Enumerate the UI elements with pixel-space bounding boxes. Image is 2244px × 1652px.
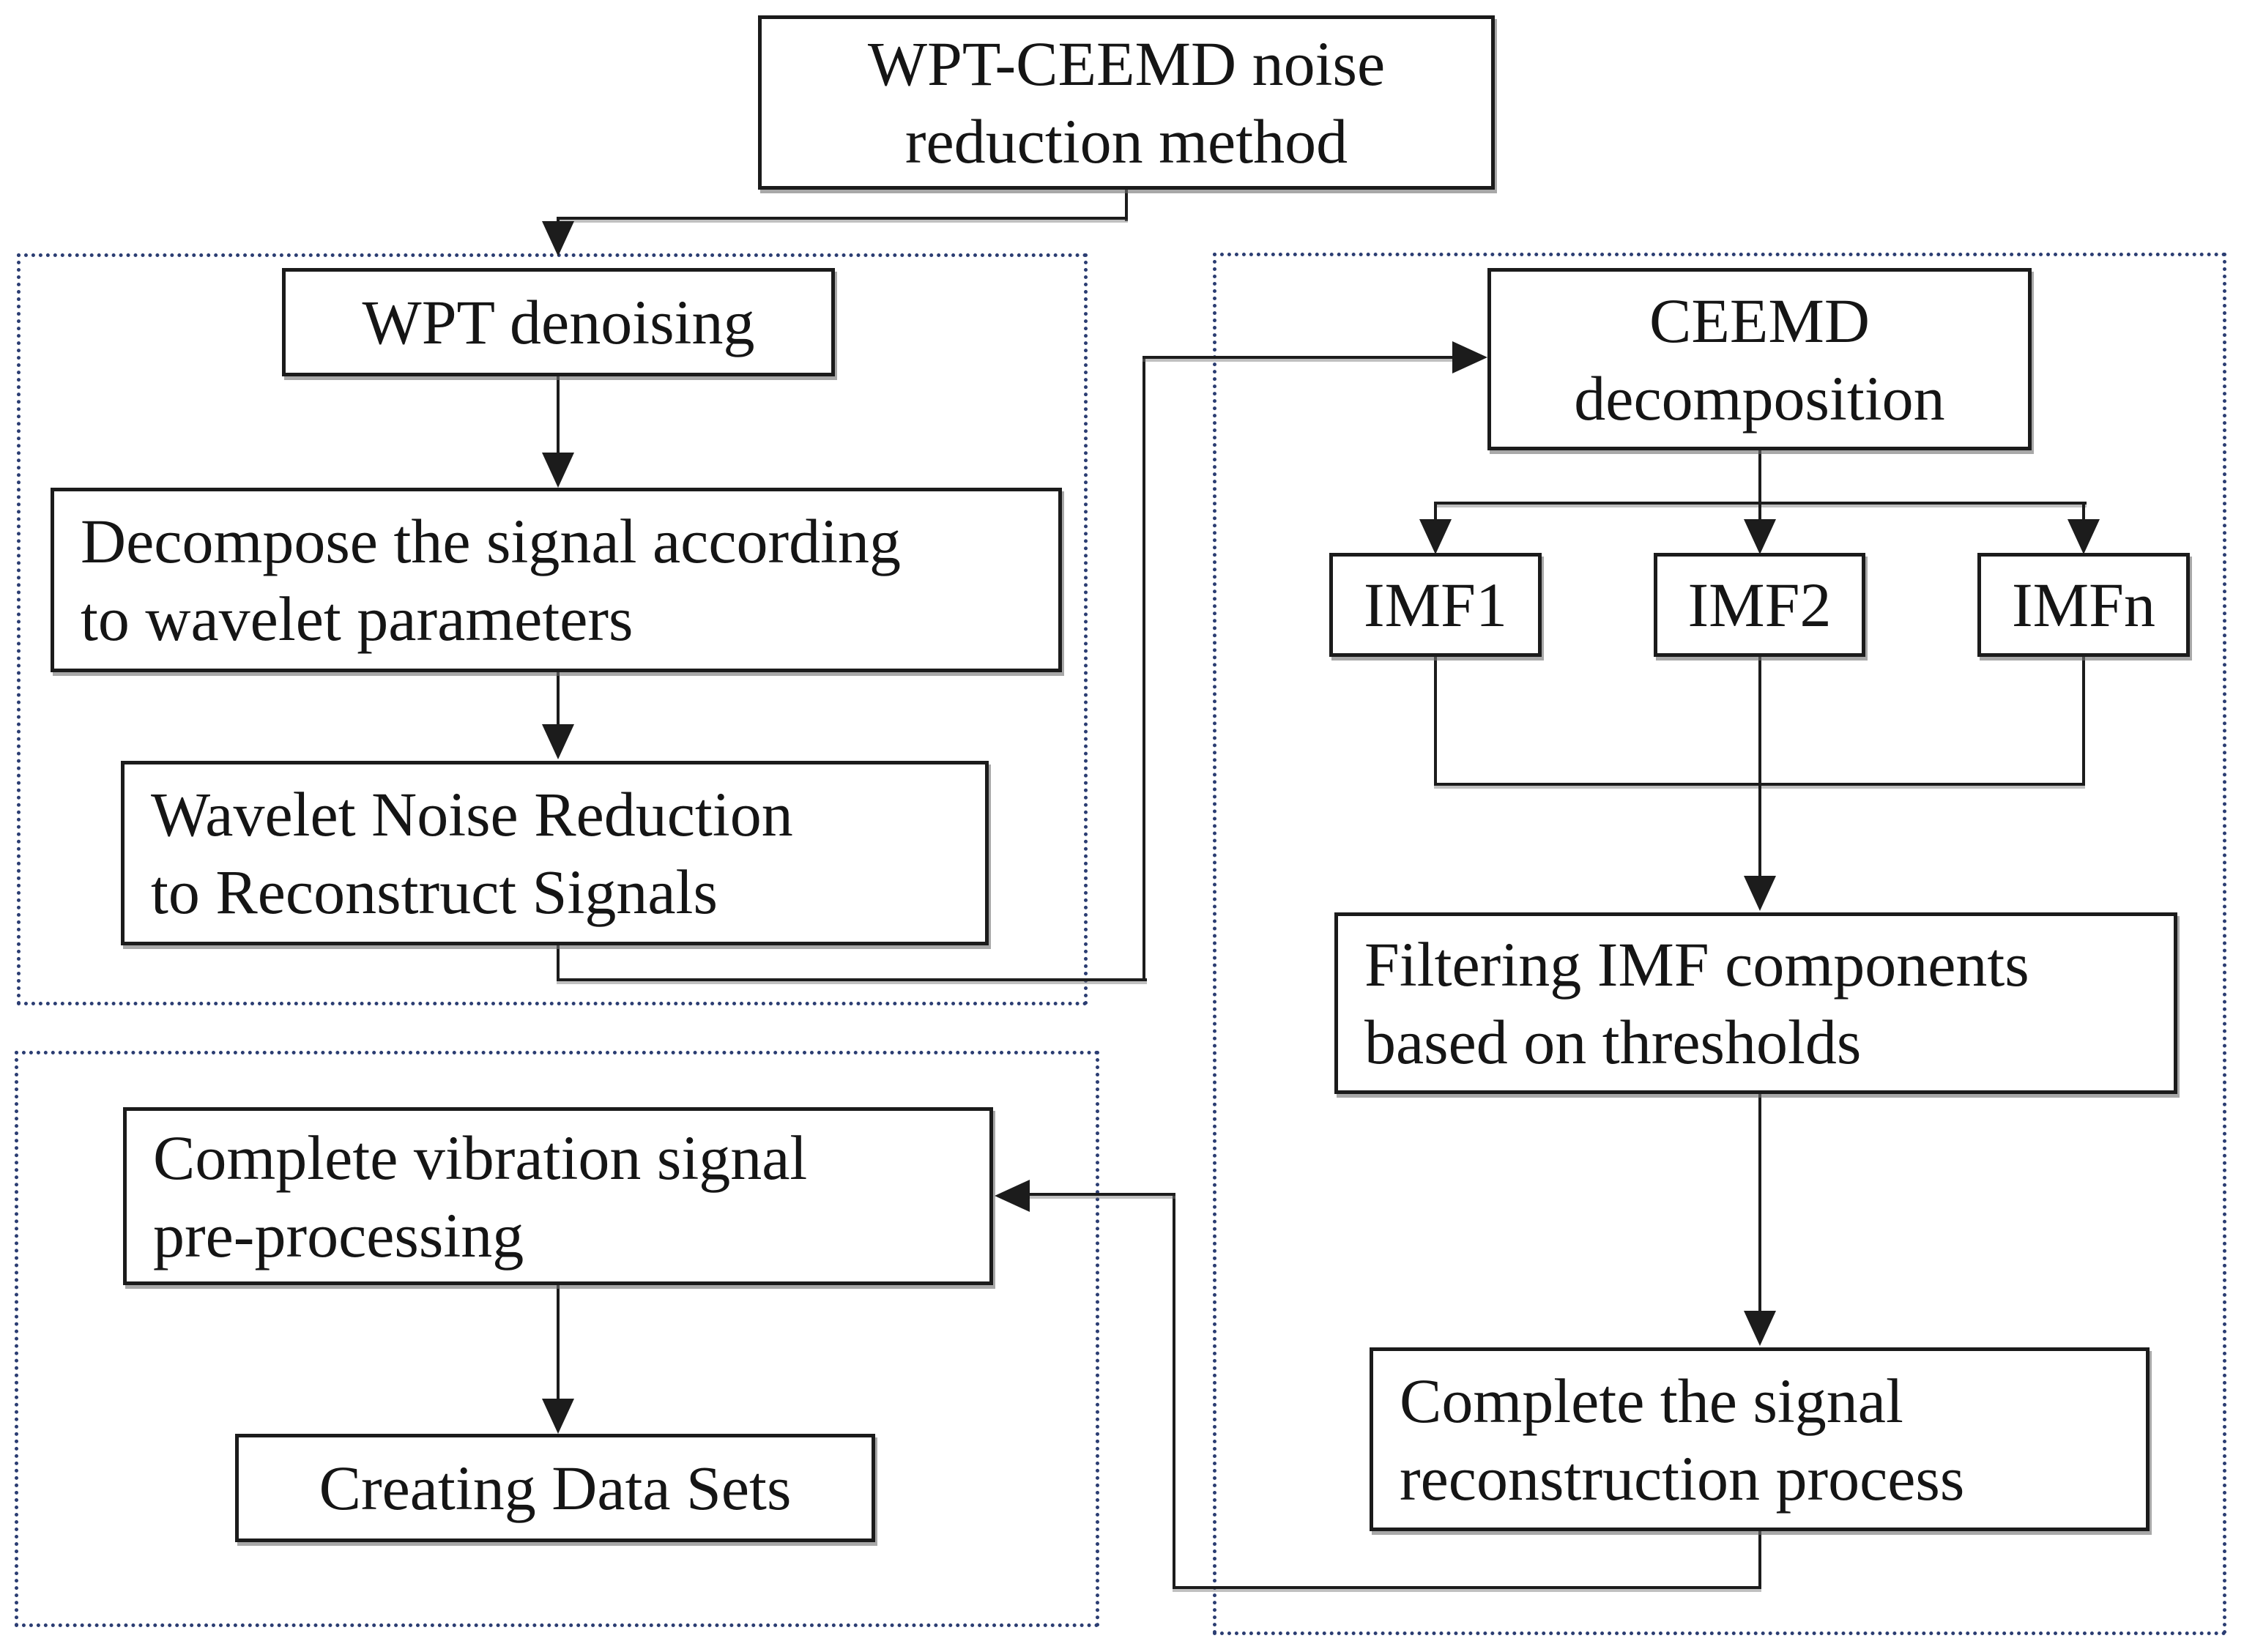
connector-into-vibration-horizontal: [1024, 1193, 1175, 1196]
node-imf2: IMF2: [1654, 553, 1865, 657]
connector-ceemd-drop: [1758, 449, 1761, 505]
connector-imfn-collector: [2082, 657, 2085, 786]
node-ceemd-decomposition: CEEMD decomposition: [1487, 268, 2032, 450]
node-imfn: IMFn: [1977, 553, 2190, 657]
node-wpt-denoising: WPT denoising: [282, 268, 835, 376]
arrowhead-into-complete-signal: [1744, 1311, 1776, 1346]
node-filtering-imf: Filtering IMF components based on thresh…: [1334, 912, 2177, 1094]
arrowhead-into-complete-vibration: [995, 1180, 1030, 1212]
connector-imf1-collector: [1434, 657, 1437, 786]
connector-imf2-drop: [1758, 502, 1761, 524]
node-imf1: IMF1: [1329, 553, 1542, 657]
connector-return-riser: [1173, 1193, 1175, 1589]
connector-title-stub: [1125, 190, 1128, 221]
connector-imf2-collector: [1758, 657, 1761, 786]
arrowhead-into-imfn: [2067, 519, 2100, 554]
arrowhead-into-wavelet: [542, 724, 574, 759]
arrowhead-into-imf2: [1744, 519, 1776, 554]
node-decompose-signal: Decompose the signal according to wavele…: [51, 488, 1062, 672]
connector-decompose-to-wavelet: [557, 671, 560, 729]
node-creating-data-sets: Creating Data Sets: [235, 1434, 875, 1542]
connector-imf1-drop: [1434, 502, 1437, 524]
node-complete-vibration-preprocessing: Complete vibration signal pre-processing: [123, 1107, 993, 1285]
dataset-stage-container: [15, 1051, 1099, 1627]
node-complete-signal-reconstruction: Complete the signal reconstruction proce…: [1370, 1347, 2150, 1531]
arrowhead-into-filtering: [1744, 876, 1776, 911]
connector-vibration-to-datasets: [557, 1285, 560, 1402]
connector-title-horizontal: [557, 217, 1128, 220]
arrowhead-into-wpt-stage: [542, 221, 574, 256]
connector-imfn-drop: [2082, 502, 2085, 524]
connector-into-ceemd-horizontal: [1143, 356, 1461, 359]
node-title: WPT-CEEMD noise reduction method: [758, 15, 1495, 190]
connector-return-horizontal: [1173, 1586, 1761, 1589]
connector-wavelet-horizontal: [557, 978, 1147, 981]
node-wavelet-noise-reduction: Wavelet Noise Reduction to Reconstruct S…: [121, 761, 989, 945]
connector-wpt-to-decompose: [557, 374, 560, 456]
arrowhead-into-decompose: [542, 453, 574, 488]
arrowhead-into-imf1: [1419, 519, 1452, 554]
arrowhead-into-ceemd: [1452, 341, 1487, 373]
arrowhead-into-creating-datasets: [542, 1399, 574, 1434]
ceemd-stage-container: [1213, 253, 2226, 1635]
connector-filtering-to-complete: [1758, 1094, 1761, 1314]
connector-wavelet-riser: [1143, 356, 1145, 981]
connector-collector-drop: [1758, 783, 1761, 878]
connector-complete-signal-drop: [1758, 1531, 1761, 1589]
connector-wavelet-drop: [557, 945, 560, 981]
